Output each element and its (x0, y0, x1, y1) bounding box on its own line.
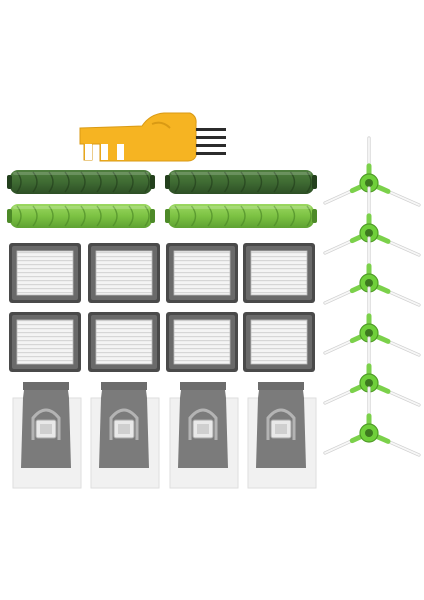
tool-comb-gap (117, 144, 124, 160)
side-brush (323, 136, 421, 207)
tool-comb-gap (85, 144, 92, 160)
hepa-filter (166, 243, 238, 303)
hepa-filter (166, 312, 238, 372)
side-brush (323, 236, 421, 307)
hepa-filter (9, 312, 81, 372)
side-brush (323, 186, 421, 257)
dust-bag (247, 382, 317, 489)
hepa-filter (88, 312, 160, 372)
main-brush-light-right (165, 204, 317, 228)
dust-bag (12, 382, 82, 489)
main-brush-dark-group (7, 170, 317, 194)
hepa-filter (88, 243, 160, 303)
side-brush (323, 386, 421, 457)
hepa-filter-group (9, 243, 315, 372)
tool-bristles (196, 128, 226, 155)
side-brush (323, 286, 421, 357)
side-brush-group (323, 136, 421, 457)
dust-bag-group (12, 382, 317, 489)
hepa-filter (9, 243, 81, 303)
dust-bag (169, 382, 239, 489)
dust-bag (90, 382, 160, 489)
hepa-filter (243, 312, 315, 372)
main-brush-dark-right (165, 170, 317, 194)
cleaning-tool (79, 112, 226, 162)
main-brush-light-group (7, 204, 317, 228)
main-brush-dark-left (7, 170, 155, 194)
side-brush (323, 336, 421, 407)
hepa-filter (243, 243, 315, 303)
main-brush-light-left (7, 204, 155, 228)
tool-comb-gap (101, 144, 108, 160)
